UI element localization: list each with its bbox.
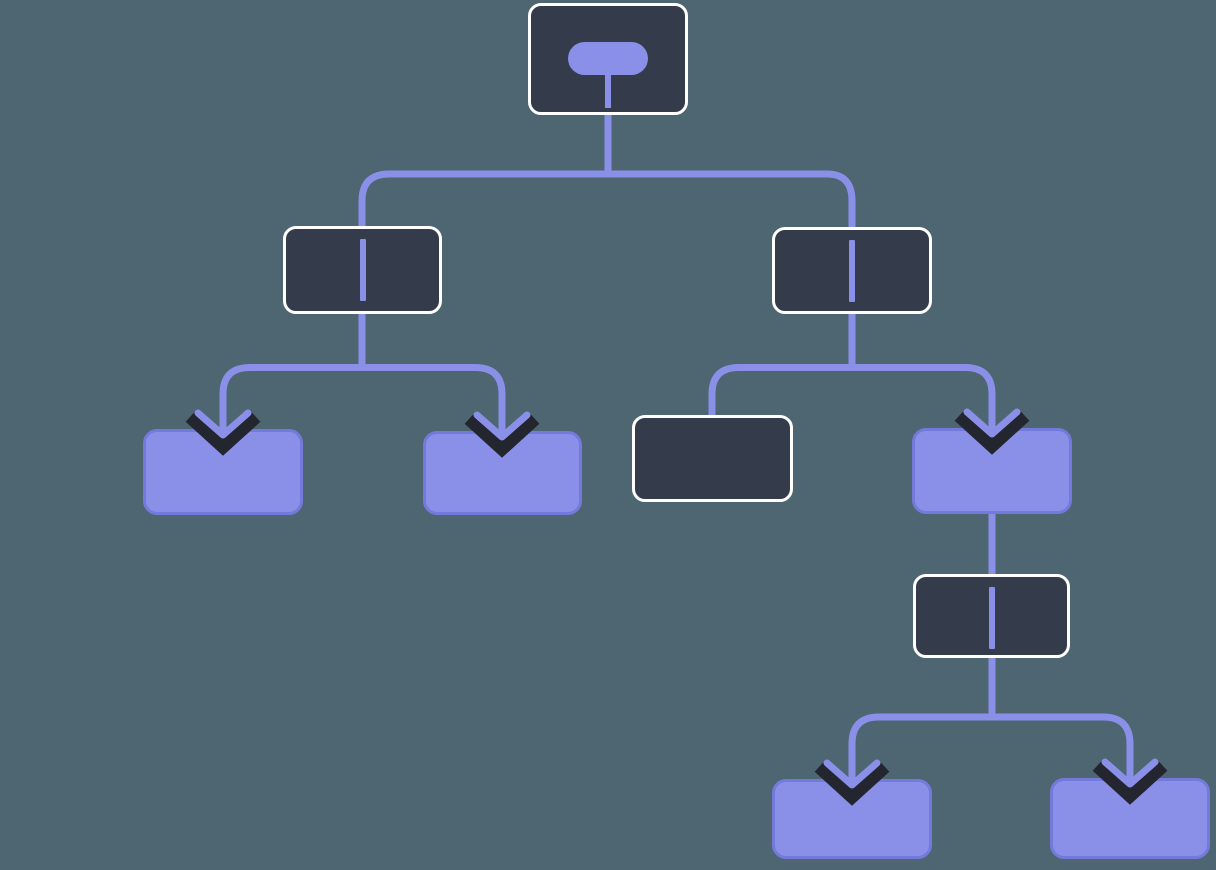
node-leaf-6[interactable] xyxy=(1050,778,1210,859)
node-branch-bottom[interactable] xyxy=(913,574,1070,658)
root-pill-handle-icon xyxy=(568,42,648,75)
root-pill-stem xyxy=(605,70,611,108)
node-leaf-5[interactable] xyxy=(772,779,932,859)
node-leaf-2[interactable] xyxy=(423,431,582,515)
node-4[interactable] xyxy=(912,428,1072,514)
edge-branch-bottom-to-leaves xyxy=(848,713,1134,763)
node-root[interactable] xyxy=(528,3,688,115)
edge-branch-right-to-children xyxy=(708,364,996,420)
vertical-line-icon xyxy=(849,240,855,302)
edge-root-to-branches xyxy=(358,170,856,232)
node-leaf-3[interactable] xyxy=(632,415,793,502)
node-leaf-1[interactable] xyxy=(143,429,303,515)
node-branch-right[interactable] xyxy=(772,227,932,314)
vertical-line-icon xyxy=(359,239,366,301)
edge-branch-left-to-leaves xyxy=(219,364,506,415)
node-branch-left[interactable] xyxy=(283,226,442,314)
vertical-line-icon xyxy=(988,587,995,649)
